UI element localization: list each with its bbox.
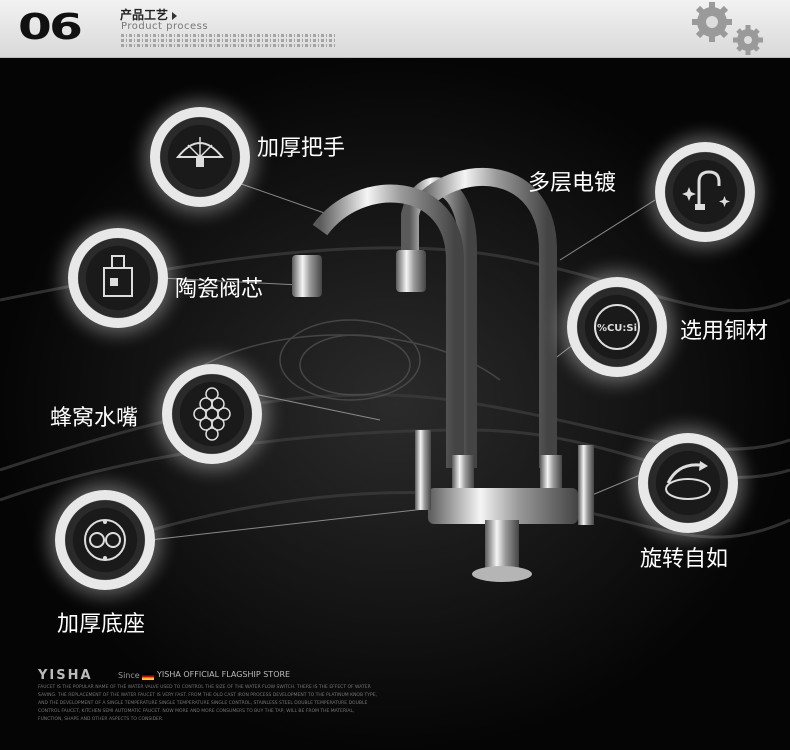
feature-thick-base [55, 490, 155, 590]
handle-icon [175, 137, 225, 167]
feature-multilayer-plating [655, 142, 755, 242]
feature-thick-handle [150, 107, 250, 207]
valve-core-icon [103, 255, 133, 297]
feature-copper-material: %CU:Si [567, 277, 667, 377]
faucet-sparkle-icon [682, 170, 730, 210]
section-title: 产品工艺 [120, 6, 178, 23]
copper-percent-text: %CU:Si [597, 323, 637, 334]
feature-label-honeycomb-nozzle: 蜂窝水嘴 [50, 406, 139, 431]
section-number: 06 [18, 7, 83, 48]
feature-label-thick-base: 加厚底座 [57, 612, 146, 637]
feature-free-rotation [638, 433, 738, 533]
germany-flag-icon [142, 673, 154, 680]
brand-since: Since [118, 671, 140, 680]
footer-description: FAUCET IS THE POPULAR NAME OF THE WATER … [38, 685, 377, 722]
section-number-badge: 06 [18, 10, 104, 46]
brand-logo: YISHA [38, 668, 93, 683]
feature-ceramic-valve [68, 228, 168, 328]
section-subtitle: Product process [121, 21, 209, 32]
gears-icon [692, 2, 763, 55]
section-header: 06 产品工艺 Product process [0, 0, 790, 58]
feature-label-ceramic-valve: 陶瓷阀芯 [175, 277, 264, 302]
base-icon [84, 519, 126, 561]
feature-honeycomb-nozzle [162, 364, 262, 464]
play-arrow-icon [172, 11, 178, 20]
feature-label-copper-material: 选用铜材 [680, 319, 769, 344]
copper-percent-icon: %CU:Si [594, 304, 640, 350]
honeycomb-icon [193, 387, 231, 441]
feature-label-free-rotation: 旋转自如 [640, 547, 729, 572]
feature-label-multilayer-plating: 多层电镀 [528, 171, 617, 196]
section-title-text: 产品工艺 [120, 8, 169, 22]
rotation-icon [665, 461, 711, 500]
feature-label-thick-handle: 加厚把手 [257, 136, 346, 161]
decorative-text-lines [121, 34, 337, 50]
store-name: YISHA OFFICIAL FLAGSHIP STORE [157, 670, 291, 679]
